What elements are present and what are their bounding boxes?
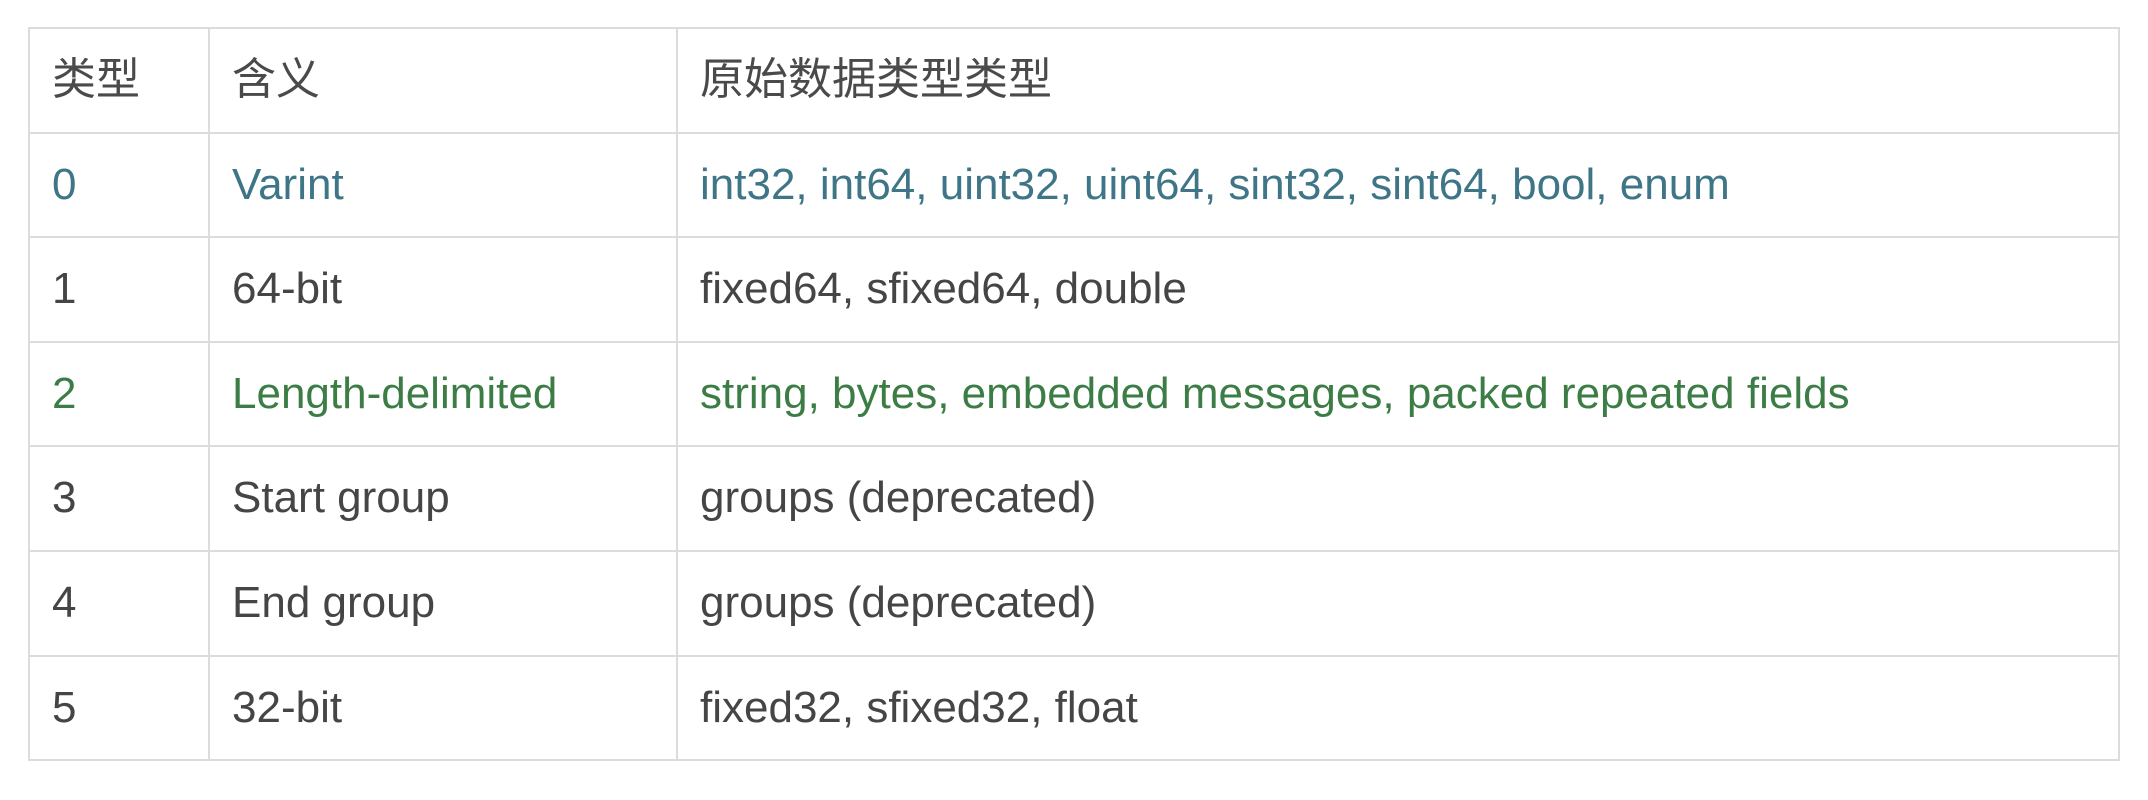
table-row: 3 Start group groups (deprecated)	[28, 445, 2120, 552]
cell-raw-types: groups (deprecated)	[676, 445, 2120, 552]
cell-type: 0	[28, 131, 210, 239]
wire-type-table: 类型 含义 原始数据类型类型 0 Varint int32, int64, ui…	[28, 27, 2120, 762]
cell-raw-types: fixed64, sfixed64, double	[676, 236, 2120, 343]
column-header-raw-types: 原始数据类型类型	[676, 27, 2120, 134]
table-row: 5 32-bit fixed32, sfixed32, float	[28, 654, 2120, 762]
table-row: 4 End group groups (deprecated)	[28, 549, 2120, 657]
column-header-type: 类型	[28, 27, 210, 134]
cell-meaning: Start group	[208, 445, 678, 552]
table-row: 0 Varint int32, int64, uint32, uint64, s…	[28, 131, 2120, 239]
header-row: 类型 含义 原始数据类型类型	[28, 27, 2120, 134]
cell-meaning: 64-bit	[208, 236, 678, 343]
cell-type: 2	[28, 340, 210, 448]
cell-meaning: End group	[208, 549, 678, 657]
cell-type: 1	[28, 236, 210, 343]
cell-raw-types: groups (deprecated)	[676, 549, 2120, 657]
column-header-meaning: 含义	[208, 27, 678, 134]
cell-type: 3	[28, 445, 210, 552]
cell-meaning: Length-delimited	[208, 340, 678, 448]
table-header: 类型 含义 原始数据类型类型	[28, 27, 2120, 134]
cell-meaning: 32-bit	[208, 654, 678, 762]
cell-raw-types: int32, int64, uint32, uint64, sint32, si…	[676, 131, 2120, 239]
cell-raw-types: string, bytes, embedded messages, packed…	[676, 340, 2120, 448]
table-row: 1 64-bit fixed64, sfixed64, double	[28, 236, 2120, 343]
cell-type: 4	[28, 549, 210, 657]
cell-type: 5	[28, 654, 210, 762]
cell-raw-types: fixed32, sfixed32, float	[676, 654, 2120, 762]
table-body: 0 Varint int32, int64, uint32, uint64, s…	[28, 131, 2120, 762]
table-row: 2 Length-delimited string, bytes, embedd…	[28, 340, 2120, 448]
cell-meaning: Varint	[208, 131, 678, 239]
